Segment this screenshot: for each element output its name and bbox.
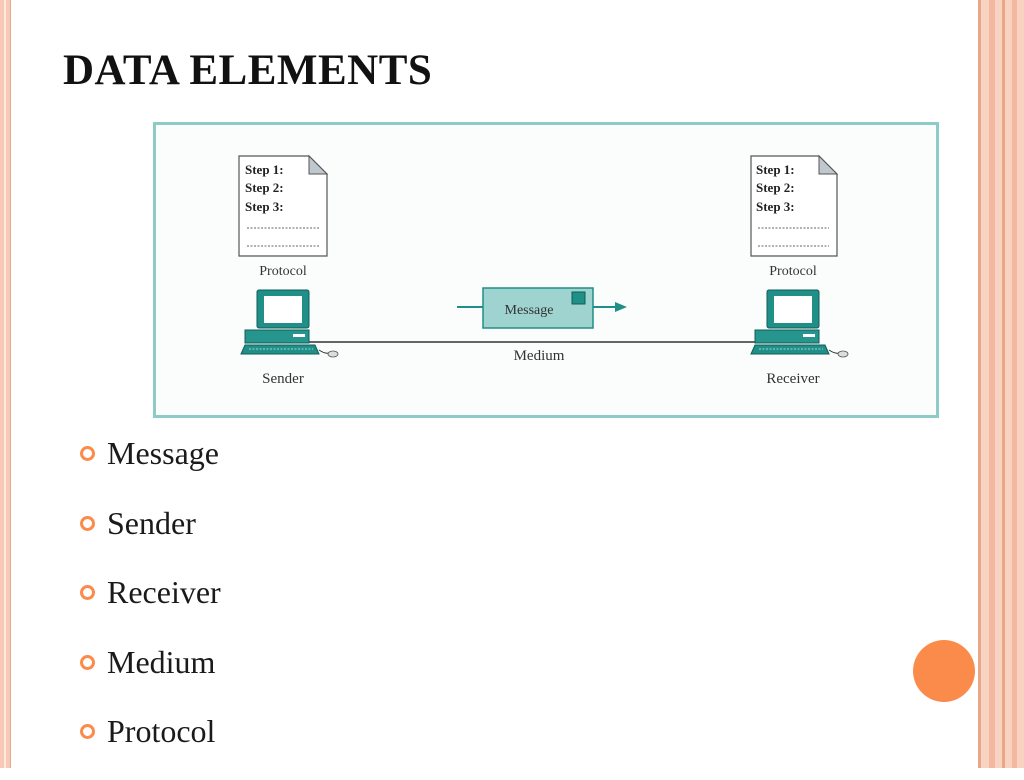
- bullet-text: Sender: [107, 504, 196, 541]
- accent-circle: [913, 640, 975, 702]
- receiver-step-3: Step 3:: [756, 199, 795, 214]
- bullet-text: Receiver: [107, 574, 221, 610]
- list-item: Medium: [80, 641, 221, 711]
- band-line: [989, 0, 995, 768]
- bullet-ring-icon: [80, 585, 95, 600]
- bullet-ring-icon: [80, 515, 95, 531]
- sender-step-3: Step 3:: [245, 199, 284, 214]
- medium-label: Medium: [514, 348, 565, 364]
- sender-protocol-label: Protocol: [259, 264, 307, 279]
- bullet-text: Medium: [107, 643, 216, 680]
- message-label: Message: [505, 303, 554, 318]
- sender-step-1: Step 1:: [245, 162, 284, 177]
- receiver-step-1: Step 1:: [756, 162, 795, 177]
- bullet-text: Protocol: [107, 713, 216, 749]
- band-line: [978, 0, 981, 768]
- band-line: [1012, 0, 1017, 768]
- list-item: Message: [80, 432, 221, 502]
- receiver-step-2: Step 2:: [756, 180, 795, 195]
- arrowhead-icon: [615, 302, 627, 312]
- bullet-list: Message Sender Receiver Medium Protocol: [80, 432, 221, 780]
- bullet-ring-icon: [80, 654, 95, 670]
- sender-computer-icon: [240, 289, 339, 358]
- list-item: Receiver: [80, 571, 221, 641]
- sender-step-2: Step 2:: [245, 180, 284, 195]
- receiver-protocol-document: Step 1: Step 2: Step 3:: [750, 154, 839, 257]
- band-line: [1002, 0, 1005, 768]
- right-decorative-band: [978, 0, 1024, 768]
- receiver-protocol-label: Protocol: [769, 264, 817, 279]
- sender-protocol-document: Step 1: Step 2: Step 3:: [238, 154, 329, 257]
- list-item: Sender: [80, 502, 221, 572]
- sender-label: Sender: [262, 371, 304, 387]
- message-box: [482, 287, 594, 329]
- list-item: Protocol: [80, 710, 221, 780]
- slide-title: DATA ELEMENTS: [63, 47, 433, 94]
- bullet-ring-icon: [80, 724, 95, 739]
- bullet-text: Message: [107, 435, 219, 471]
- receiver-label: Receiver: [766, 371, 819, 387]
- left-border-strip: [0, 0, 11, 768]
- receiver-computer-icon: [750, 289, 849, 358]
- data-elements-diagram: Step 1: Step 2: Step 3: Protocol Step 1:…: [153, 122, 939, 418]
- bullet-ring-icon: [80, 446, 95, 461]
